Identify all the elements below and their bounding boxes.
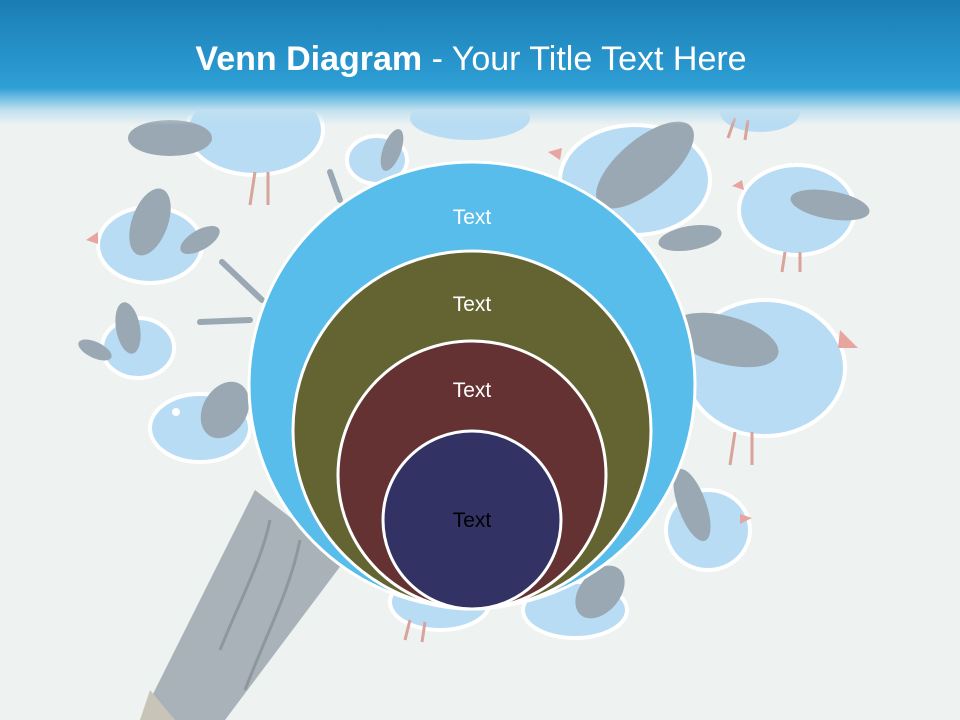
ring-circle xyxy=(381,429,563,611)
venn-ring-4[interactable]: Text xyxy=(381,429,563,611)
ring-label: Text xyxy=(453,206,492,229)
page-title: Venn Diagram - Your Title Text Here xyxy=(0,40,942,79)
bird-icon xyxy=(732,163,870,273)
bird-icon xyxy=(664,468,752,572)
bird-icon xyxy=(86,188,220,285)
bird-icon xyxy=(521,565,629,640)
motion-lines xyxy=(197,169,343,325)
header-band xyxy=(0,0,960,125)
bird-icon xyxy=(148,381,252,464)
bird-icon xyxy=(345,129,409,186)
ring-label: Text xyxy=(453,509,492,532)
pencil-illustration xyxy=(140,490,345,720)
bird-icon xyxy=(78,302,176,380)
title-rest-part: - Your Title Text Here xyxy=(422,40,747,78)
ring-label: Text xyxy=(453,293,492,316)
title-bold-part: Venn Diagram xyxy=(195,40,423,78)
ring-label: Text xyxy=(453,379,492,402)
